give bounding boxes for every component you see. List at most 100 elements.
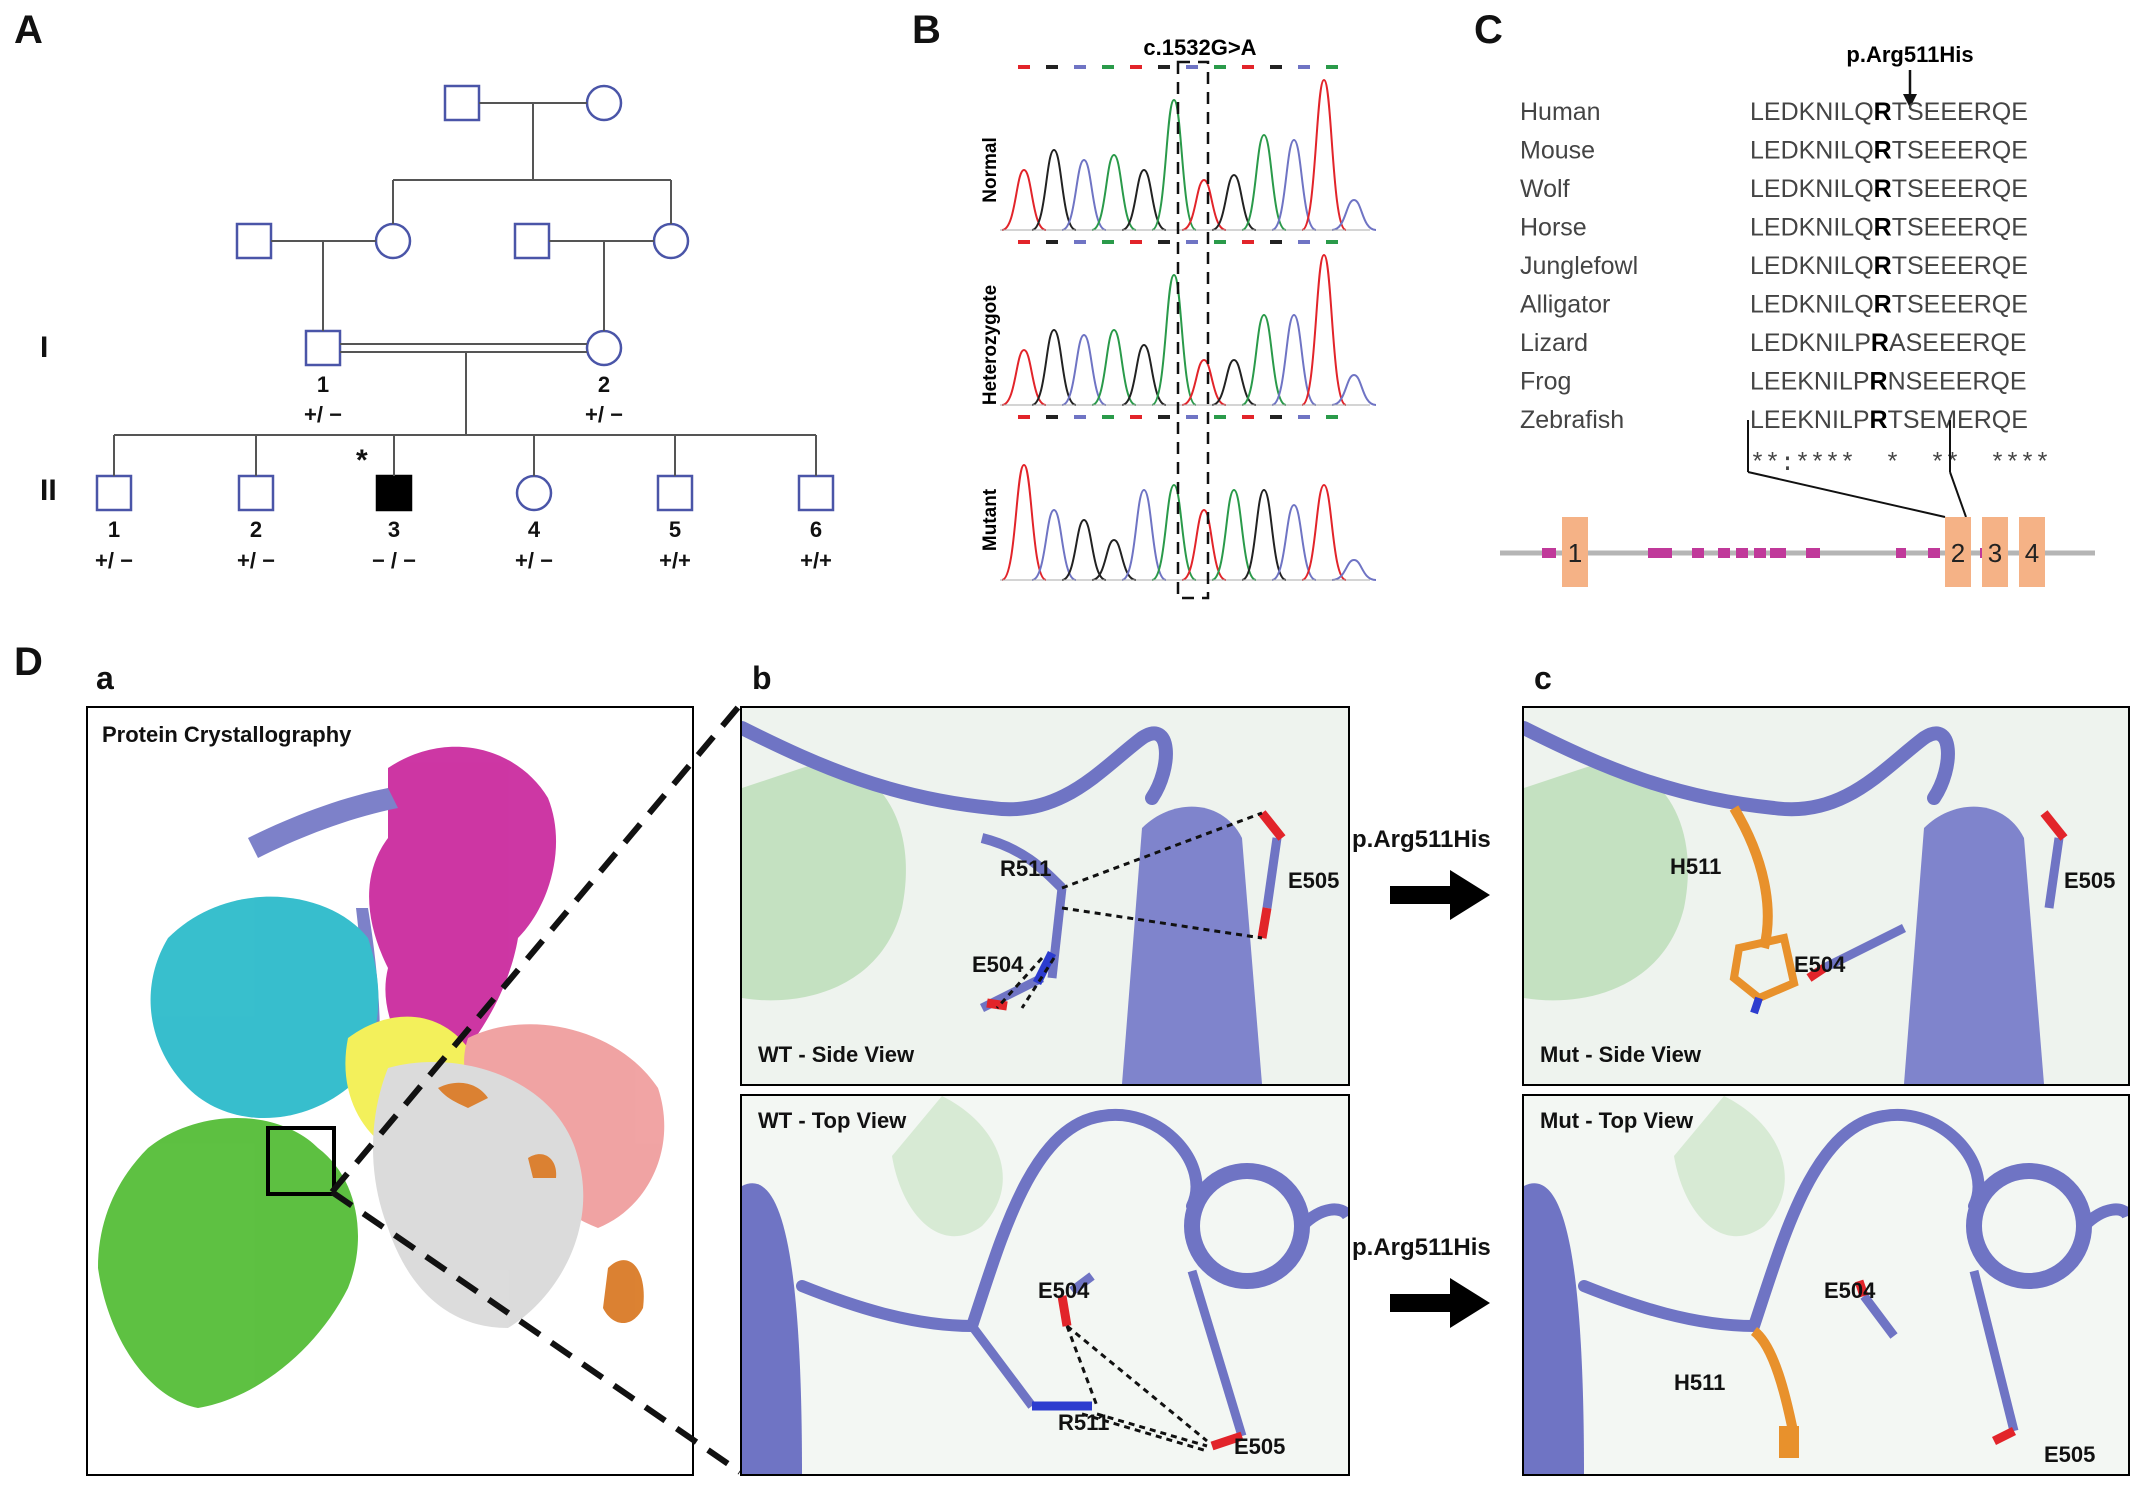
view-title: WT - Top View [758, 1108, 907, 1133]
base-call-tick [1158, 240, 1170, 244]
base-call-tick [1130, 65, 1142, 69]
wt-top-view-panel: WT - Top View E504 R511 E505 [740, 1094, 1350, 1476]
panel-label-a: A [14, 8, 43, 52]
subpanel-label-b: b [752, 660, 772, 696]
track-label-heterozygote: Heterozygote [980, 285, 1001, 405]
chromatogram-peak [1061, 518, 1107, 581]
domain-cyan [150, 896, 379, 1118]
pedigree-number: 3 [388, 517, 400, 542]
base-call-tick [1018, 240, 1030, 244]
exon-label: 3 [1988, 538, 2002, 568]
view-title: Mut - Side View [1540, 1042, 1701, 1067]
track-label-normal: Normal [980, 137, 1001, 202]
mutation-arrowhead [1903, 94, 1917, 108]
chromatogram-peak [1091, 538, 1137, 581]
species-label: Zebrafish [1520, 406, 1624, 434]
view-title: Mut - Top View [1540, 1108, 1694, 1133]
pedigree-genotype: +/ − [585, 402, 623, 427]
generation-label-ii: II [40, 474, 57, 507]
base-call-tick [1326, 240, 1338, 244]
helix-blue [248, 788, 398, 858]
residue-label-e504: E504 [972, 952, 1024, 977]
base-call-tick [1074, 415, 1086, 419]
species-label: Junglefowl [1520, 252, 1638, 280]
pedigree-genotype: +/ − [304, 402, 342, 427]
base-call-tick [1018, 65, 1030, 69]
base-call-tick [1214, 65, 1226, 69]
sequence-row: LEDKNILQRTSEEERQE [1750, 137, 2028, 165]
pedigree-female-i2 [585, 329, 623, 367]
residue-label-e505: E505 [1234, 1434, 1286, 1459]
chromatogram-peak [1241, 313, 1287, 406]
base-call-tick [1186, 415, 1198, 419]
pedigree-female-ii4 [515, 474, 553, 512]
base-call-tick [1186, 65, 1198, 69]
chromatogram-peak [1151, 483, 1197, 581]
wt-side-view-panel: R511 E505 E504 WT - Side View [740, 706, 1350, 1086]
pedigree-chart: I II * 1 +/ − 2 +/ − 1 +/ − 2 +/ − 3 − /… [40, 84, 835, 573]
right-arrow-icon [1390, 1278, 1490, 1328]
mut-side-view-panel: H511 E505 E504 Mut - Side View [1522, 706, 2130, 1086]
crystallography-label: Protein Crystallography [102, 722, 352, 747]
exon-label: 1 [1568, 538, 1582, 568]
chromatogram-peak [1151, 98, 1197, 231]
sequence-row: LEEKNILPRTSEMERQE [1750, 406, 2028, 434]
chromatogram-peak [1181, 508, 1227, 581]
pedigree-number: 1 [317, 372, 329, 397]
exon-box [1945, 517, 1971, 587]
conservation-line: **:**** * ** **** [1750, 449, 2050, 478]
base-call-tick [1298, 415, 1310, 419]
pedigree-genotype: +/+ [800, 548, 832, 573]
chromatogram-peak [1001, 463, 1047, 581]
pedigree-genotype: +/ − [95, 548, 133, 573]
chromatogram-peak [1091, 153, 1137, 231]
chromatogram-peak [1241, 133, 1287, 231]
variant-highlight-box [1176, 60, 1210, 600]
base-call-tick [1242, 240, 1254, 244]
chromatogram-peak [1301, 483, 1347, 581]
mutation-label: p.Arg511His [1846, 42, 1973, 67]
chromatogram-peak [1271, 138, 1317, 231]
chromatogram-peak [1031, 508, 1077, 581]
sequence-row: LEDKNILQRTSEEERQE [1750, 175, 2028, 203]
pedigree-number: 1 [108, 517, 120, 542]
base-call-tick [1242, 415, 1254, 419]
base-call-tick [1214, 240, 1226, 244]
base-call-tick [1046, 65, 1058, 69]
base-call-tick [1214, 415, 1226, 419]
species-label: Horse [1520, 214, 1587, 242]
species-label: Mouse [1520, 137, 1595, 165]
base-call-tick [1074, 65, 1086, 69]
right-arrow-icon [1390, 870, 1490, 920]
pedigree-male-ii6 [797, 474, 835, 512]
base-call-tick [1298, 65, 1310, 69]
chromatogram-peak [1121, 488, 1167, 581]
pedigree-lines [113, 102, 817, 476]
residue-label-h511: H511 [1674, 1370, 1726, 1395]
base-call-tick [1270, 415, 1282, 419]
pedigree-male-i1 [304, 329, 342, 367]
exon-box [1982, 517, 2008, 587]
chromatogram-peak [1271, 313, 1317, 406]
chromatogram-peak [1181, 178, 1227, 231]
pedigree-number: 2 [598, 372, 610, 397]
sequence-row: LEDKNILQRTSEEERQE [1750, 98, 2028, 126]
base-call-tick [1270, 240, 1282, 244]
panel-label-b: B [912, 8, 941, 52]
sanger-chromatogram: c.1532G>A Normal Heterozygote Mutant [980, 35, 1377, 600]
panel-label-c: C [1474, 8, 1503, 52]
sequence-row: LEDKNILQRTSEEERQE [1750, 214, 2028, 242]
pedigree-male-symbol [235, 222, 273, 260]
pedigree-female-symbol [585, 84, 623, 122]
base-call-tick [1242, 65, 1254, 69]
residue-label-e504: E504 [1824, 1278, 1876, 1303]
pedigree-number: 4 [528, 517, 541, 542]
subpanel-label-a: a [96, 660, 114, 696]
exon-label: 2 [1951, 538, 1965, 568]
mutation-arrow-label-top: p.Arg511His [1352, 1234, 1491, 1261]
crystallography-panel: Protein Crystallography [86, 706, 694, 1476]
chromatogram-peak [1241, 488, 1287, 581]
species-label: Wolf [1520, 175, 1570, 203]
pedigree-genotype: − / − [372, 548, 416, 573]
sequence-row: LEDKNILQRTSEEERQE [1750, 252, 2028, 280]
